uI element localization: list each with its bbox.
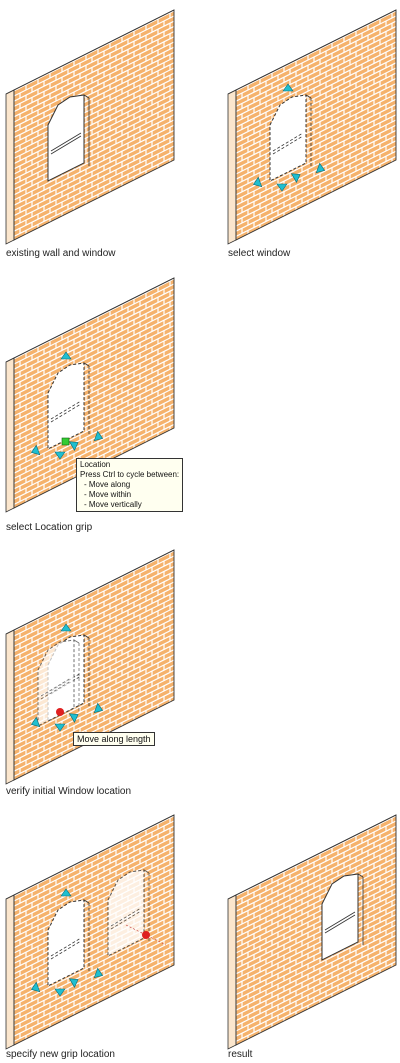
tooltip-line: Press Ctrl to cycle between: bbox=[80, 470, 180, 479]
grip-arrow-icon[interactable] bbox=[54, 988, 66, 997]
wall-drawing bbox=[227, 9, 397, 245]
caption-specify-new-grip: specify new grip location bbox=[6, 1049, 115, 1060]
move-along-tooltip: Move along length bbox=[73, 732, 155, 746]
grip-arrow-icon[interactable] bbox=[30, 444, 41, 457]
grip-arrow-icon[interactable] bbox=[68, 710, 81, 723]
wall-drawing bbox=[227, 814, 397, 1050]
grip-arrow-icon[interactable] bbox=[315, 162, 326, 175]
caption-verify: verify initial Window location bbox=[6, 786, 132, 797]
caption-existing: existing wall and window bbox=[6, 248, 116, 259]
new-grip-location-icon[interactable] bbox=[142, 931, 150, 939]
grip-arrow-icon[interactable] bbox=[60, 888, 72, 897]
panel-verify-location: Move along length verify initial Window … bbox=[0, 540, 200, 802]
wall-drawing bbox=[5, 549, 175, 785]
grip-arrow-icon[interactable] bbox=[252, 176, 263, 189]
panel-select-location-grip: Location Press Ctrl to cycle between: - … bbox=[0, 268, 200, 538]
grip-arrow-icon[interactable] bbox=[54, 723, 66, 732]
grip-arrow-icon[interactable] bbox=[60, 351, 72, 360]
tooltip-title: Move along length bbox=[77, 734, 151, 744]
wall-drawing bbox=[5, 9, 175, 245]
panel-specify-new-grip: specify new grip location bbox=[0, 805, 200, 1063]
tooltip-line: - Move within bbox=[84, 490, 132, 499]
grip-arrow-icon[interactable] bbox=[93, 430, 104, 443]
caption-select-window: select window bbox=[228, 248, 291, 259]
grip-arrow-icon[interactable] bbox=[54, 451, 66, 460]
grip-arrow-icon[interactable] bbox=[93, 967, 104, 980]
grip-arrow-icon[interactable] bbox=[68, 438, 81, 451]
wall-drawing bbox=[5, 277, 175, 513]
tooltip-title: Location bbox=[80, 460, 111, 469]
wall-drawing bbox=[5, 814, 175, 1050]
panel-result: result bbox=[222, 805, 400, 1063]
panel-existing-wall: existing wall and window bbox=[0, 0, 190, 265]
location-tooltip: Location Press Ctrl to cycle between: - … bbox=[76, 458, 184, 512]
grip-arrow-icon[interactable] bbox=[282, 83, 294, 92]
grip-arrow-icon[interactable] bbox=[30, 981, 41, 994]
grip-arrow-icon[interactable] bbox=[290, 170, 303, 183]
grip-arrow-icon[interactable] bbox=[93, 702, 104, 715]
grip-arrow-icon[interactable] bbox=[60, 623, 72, 632]
tooltip-line: - Move along bbox=[84, 480, 131, 489]
grip-arrow-icon[interactable] bbox=[68, 975, 81, 988]
caption-result: result bbox=[228, 1049, 253, 1060]
caption-location-grip: select Location grip bbox=[6, 522, 93, 533]
panel-select-window: select window bbox=[222, 0, 400, 265]
tooltip-line: - Move vertically bbox=[84, 500, 142, 509]
grip-arrow-icon[interactable] bbox=[276, 183, 288, 192]
grip-arrow-icon[interactable] bbox=[30, 716, 41, 729]
location-grip-icon[interactable] bbox=[61, 437, 70, 446]
location-grip-icon[interactable] bbox=[56, 708, 64, 716]
